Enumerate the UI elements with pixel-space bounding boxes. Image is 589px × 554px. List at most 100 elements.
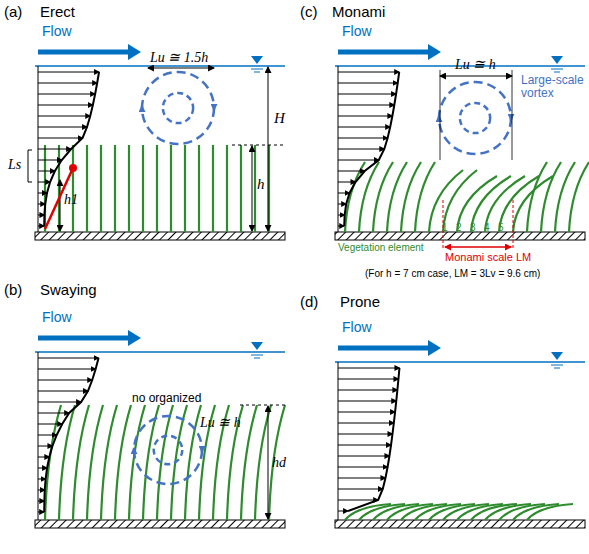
velocity-arrow xyxy=(338,467,388,468)
dimension-guide xyxy=(512,70,513,160)
vegetation-stem xyxy=(142,145,144,232)
vegetation-stem xyxy=(184,145,186,232)
vegetation-stem xyxy=(73,405,89,520)
velocity-arrow xyxy=(338,401,396,402)
velocity-arrow xyxy=(338,368,399,369)
velocity-arrow xyxy=(338,83,398,84)
large-scale-vortex xyxy=(460,103,490,133)
water-level-symbol xyxy=(254,358,260,359)
label: Lu ≅ 1.5h xyxy=(150,50,208,65)
dimension-Lu xyxy=(440,76,512,77)
dimension-h xyxy=(252,146,253,231)
inflection-point xyxy=(69,164,77,172)
vegetation-stem xyxy=(72,145,74,232)
water-level-symbol xyxy=(254,72,260,73)
vegetation-stem xyxy=(156,145,158,232)
velocity-profile xyxy=(44,72,99,226)
velocity-arrow xyxy=(338,72,399,73)
vegetation-stem xyxy=(527,162,547,232)
flow-arrowhead xyxy=(428,340,441,356)
velocity-arrow xyxy=(38,391,88,392)
velocity-arrow xyxy=(338,138,388,139)
flow-arrowhead xyxy=(128,44,141,60)
velocity-arrow xyxy=(38,402,81,403)
label: Erect xyxy=(40,4,75,21)
label: Vegetation element xyxy=(338,242,424,253)
velocity-arrow xyxy=(338,193,350,194)
vegetation-stem xyxy=(415,162,435,232)
velocity-arrow xyxy=(38,358,99,359)
dimension-h1 xyxy=(60,180,61,231)
water-level-symbol xyxy=(251,69,263,70)
label: Lu ≅ h xyxy=(200,415,241,430)
label: Ls xyxy=(8,157,21,172)
label: (b) xyxy=(4,282,22,299)
water-surface xyxy=(35,351,285,353)
channel-bed xyxy=(35,232,285,240)
velocity-arrow xyxy=(338,379,398,380)
label: 4 xyxy=(484,222,490,233)
vegetation-stem xyxy=(457,176,497,232)
velocity-arrow xyxy=(38,193,47,194)
velocity-arrow xyxy=(38,149,71,150)
velocity-arrow xyxy=(338,445,391,446)
bracket-Ls xyxy=(28,150,32,182)
vegetation-stem xyxy=(198,145,200,232)
velocity-arrow xyxy=(338,456,389,457)
water-surface xyxy=(335,361,585,363)
label: (c) xyxy=(300,4,318,21)
water-level-symbol xyxy=(551,365,563,366)
label: Swaying xyxy=(40,282,97,299)
water-level-symbol xyxy=(251,342,263,350)
vegetation-stem xyxy=(471,176,511,232)
label: (d) xyxy=(300,294,318,311)
label: hd xyxy=(272,455,286,470)
dimension-hd xyxy=(268,406,269,519)
flow-arrow xyxy=(338,346,430,351)
velocity-arrow xyxy=(38,127,87,128)
velocity-arrow xyxy=(338,489,383,490)
velocity-arrow xyxy=(38,413,69,414)
velocity-arrow xyxy=(38,160,62,161)
velocity-arrow xyxy=(338,500,378,501)
velocity-arrow xyxy=(338,105,394,106)
label: 5 xyxy=(498,222,504,233)
monami-guide xyxy=(513,200,514,250)
velocity-arrow xyxy=(38,116,90,117)
velocity-profile xyxy=(44,358,98,512)
flow-arrowhead xyxy=(128,330,141,346)
label: Flow xyxy=(342,24,372,39)
velocity-arrow xyxy=(38,380,92,381)
label: 1 xyxy=(442,222,448,233)
vortex xyxy=(154,436,183,465)
label: 2 xyxy=(456,222,462,233)
vegetation-stem xyxy=(429,170,463,232)
vegetation-stem xyxy=(569,162,589,232)
dimension-Lu xyxy=(148,68,214,69)
vegetation-stem xyxy=(555,162,575,232)
dimension-H xyxy=(268,67,269,231)
profile-axis xyxy=(38,352,39,520)
vegetation-stem xyxy=(387,162,407,232)
velocity-arrow xyxy=(338,149,384,150)
vegetation-stem xyxy=(254,145,256,232)
velocity-arrow xyxy=(38,435,57,436)
vortex xyxy=(133,448,136,454)
flow-arrow xyxy=(38,336,130,341)
flow-arrowhead xyxy=(428,44,441,60)
vegetation-stem xyxy=(513,176,553,232)
vegetation-stem xyxy=(59,405,75,520)
vortex xyxy=(201,446,204,452)
water-level-symbol xyxy=(251,355,263,356)
vegetation-stem xyxy=(527,504,573,520)
label: (a) xyxy=(4,4,22,21)
label: Monami scale LM xyxy=(445,251,531,263)
label: Monami xyxy=(332,4,385,21)
vortex xyxy=(142,72,214,144)
label: h1 xyxy=(64,192,78,207)
velocity-arrow xyxy=(338,171,365,172)
velocity-arrow xyxy=(38,182,50,183)
velocity-arrow xyxy=(38,457,49,458)
velocity-arrow xyxy=(38,94,95,95)
label: 3 xyxy=(470,222,476,233)
